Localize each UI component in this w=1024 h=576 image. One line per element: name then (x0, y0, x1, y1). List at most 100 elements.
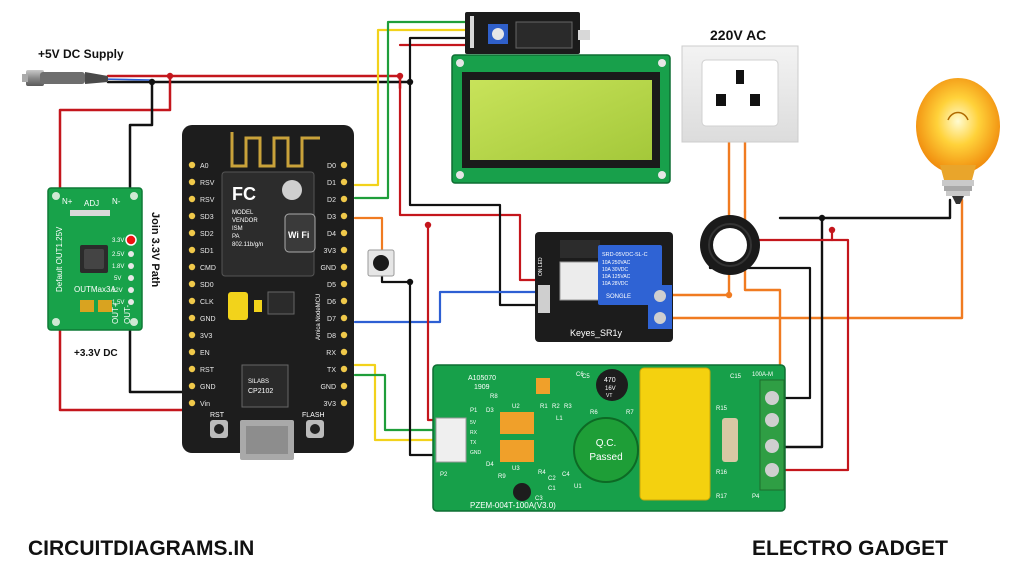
wire-button-black (380, 274, 412, 284)
pin-right: D3 (327, 214, 336, 221)
wire-button-orange (353, 216, 384, 252)
nodemcu-flash: FLASH (302, 412, 325, 419)
pzem-qc-line2: Passed (589, 452, 622, 463)
buck-out-plus: OUT+ (111, 302, 120, 324)
wire-red-buck-in (58, 74, 172, 202)
relay-spec: 10A 125VAC (602, 274, 631, 280)
lcd-display (451, 54, 671, 184)
pzem-part: P1 (470, 408, 478, 414)
ac-socket (681, 45, 799, 143)
wire-black-buck-in (128, 80, 154, 202)
nodemcu-module-text: 802.11b/g/n (232, 242, 263, 248)
pzem-part: C2 (548, 476, 556, 482)
pin-right: D8 (327, 333, 336, 340)
relay-led-tag: ON LED (538, 257, 544, 276)
pzem-part: D4 (486, 462, 494, 468)
wire-black-buck-out (128, 326, 187, 394)
pzem-part: R8 (490, 394, 498, 400)
pzem-part: P2 (440, 472, 448, 478)
pzem-part: R17 (716, 494, 728, 500)
ac-label: 220V AC (710, 27, 766, 43)
pin-left: RSV (200, 197, 215, 204)
nodemcu-board (182, 125, 354, 460)
wire-i2c-green (353, 20, 467, 200)
nodemcu-usb-chip: CP2102 (248, 388, 273, 395)
pzem-part: D3 (486, 408, 494, 414)
pin-left: RST (200, 367, 215, 374)
wire-ac-black-2 (766, 216, 824, 449)
pzem-part: C15 (730, 374, 742, 380)
relay-spec: SRD-05VDC-SL-C (602, 252, 648, 258)
pzem-uart-label: 5V (470, 420, 477, 426)
nodemcu-vertical: Amica NodeMCU (316, 294, 322, 340)
pin-right: D0 (327, 163, 336, 170)
pzem-date: 1909 (474, 384, 490, 391)
pin-right: D6 (327, 299, 336, 306)
pin-right: D4 (327, 231, 336, 238)
relay-module (535, 232, 673, 342)
nodemcu-wifi: Wi Fi (288, 230, 309, 240)
pin-right: RX (326, 350, 336, 357)
nodemcu-module-text: PA (232, 234, 240, 240)
wire-pzem-green (353, 373, 437, 432)
pzem-part: R16 (716, 470, 728, 476)
nodemcu-module-text: ISM (232, 226, 243, 232)
pin-right: 3V3 (324, 401, 337, 408)
join-path-label: Join 3.3V Path (149, 212, 161, 287)
wire-i2c-black (408, 36, 467, 84)
pin-left: SD2 (200, 231, 214, 238)
pzem-part: R9 (498, 474, 506, 480)
buck-v5: 5V (114, 276, 121, 282)
pzem-part: R15 (716, 406, 728, 412)
pin-left: Vin (200, 401, 210, 408)
pin-left: SD0 (200, 282, 214, 289)
pin-left: GND (200, 316, 216, 323)
pzem-part: C1 (548, 486, 556, 492)
pzem-model: PZEM-004T-100A(V3.0) (470, 501, 556, 510)
relay-label: Keyes_SR1y (570, 328, 623, 338)
pzem-part: P4 (752, 494, 760, 500)
pzem-part: C4 (562, 472, 570, 478)
pin-left: CLK (200, 299, 214, 306)
nodemcu-module-text: VENDOR (232, 218, 258, 224)
pin-left: RSV (200, 180, 215, 187)
current-transformer (700, 215, 760, 275)
pzem-part: C6 (576, 372, 584, 378)
buck-v18: 1.8V (112, 264, 124, 270)
wire-red-buck-out (58, 326, 187, 412)
pin-left: SD1 (200, 248, 214, 255)
pin-left: SD3 (200, 214, 214, 221)
wire-relay-signal (353, 290, 537, 324)
pzem-part: C5 (582, 374, 590, 380)
relay-spec: 10A 30VDC (602, 267, 629, 273)
out-33-label: +3.3V DC (74, 348, 118, 359)
pzem-part: U2 (512, 404, 520, 410)
pzem-part: R7 (626, 410, 634, 416)
wire-i2c-yellow (353, 28, 467, 187)
pzem-uart-label: GND (470, 450, 482, 456)
pzem-code: A105070 (468, 375, 496, 382)
pin-left: 3V3 (200, 333, 213, 340)
nodemcu-module-text: MODEL (232, 210, 254, 216)
nodemcu-fcc: FC (232, 184, 256, 204)
footer-left: CIRCUITDIAGRAMS.IN (28, 537, 254, 560)
buck-v12: 12V (112, 288, 123, 294)
pzem-part: L1 (556, 416, 563, 422)
pin-right: D5 (327, 282, 336, 289)
pzem-qc-line1: Q.C. (596, 438, 617, 449)
nodemcu-rst: RST (210, 412, 225, 419)
light-bulb (916, 78, 1000, 204)
buck-default: Default OUT1.25V (55, 226, 64, 292)
pzem-cap-vt: VT (606, 393, 612, 399)
pzem-cap-volt: 16V (605, 386, 616, 392)
buck-v15: 1.5V (112, 300, 124, 306)
wire-supply-blue (99, 78, 151, 81)
wire-pzem-yellow (353, 363, 437, 442)
buck-in-plus: N+ (62, 197, 73, 206)
pin-left: GND (200, 384, 216, 391)
supply-label: +5V DC Supply (38, 47, 124, 61)
wire-black-rail (408, 80, 537, 307)
pin-right: D1 (327, 180, 336, 187)
nodemcu-usb-chip: SILABS (248, 379, 269, 385)
